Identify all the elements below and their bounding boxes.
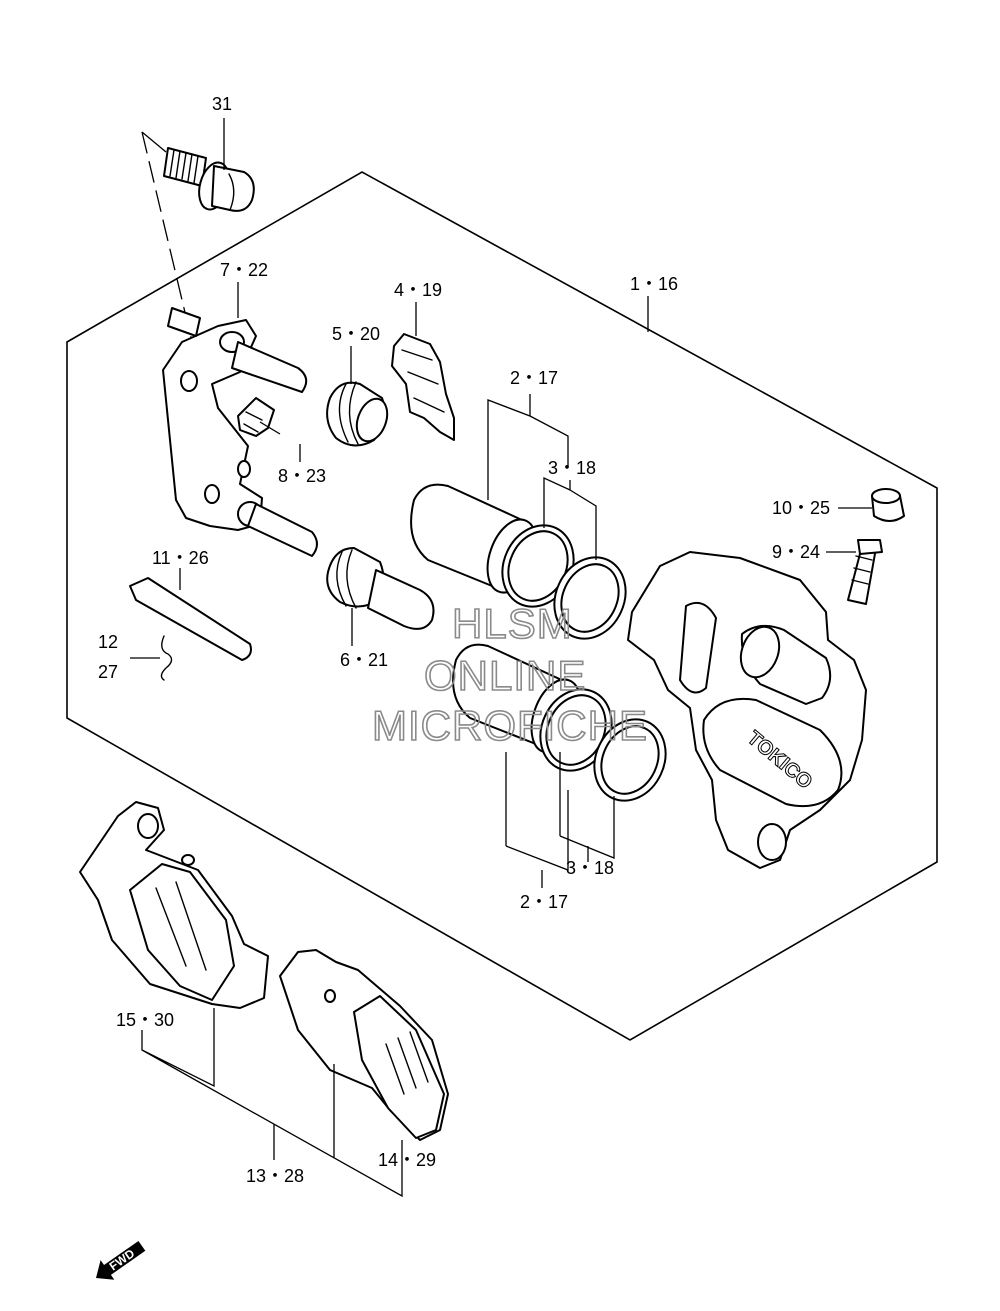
part-boot-6[interactable]: [326, 547, 435, 630]
part-pin-11[interactable]: [129, 577, 252, 661]
callout-6-21: 6・21: [340, 650, 388, 670]
part-brake-pad-15[interactable]: [79, 801, 269, 1009]
callout-12: 12: [98, 632, 118, 652]
part-bracket-7[interactable]: [162, 307, 318, 557]
part-seal-3-lower[interactable]: [527, 678, 624, 783]
callout-31: 31: [212, 94, 232, 114]
callout-8-23: 8・23: [278, 466, 326, 486]
callout-1-16: 1・16: [630, 274, 678, 294]
part-seal-3-upper[interactable]: [489, 514, 586, 619]
callout-13-28: 13・28: [246, 1166, 304, 1186]
callout-3-18-bottom: 3・18: [566, 858, 614, 878]
assembly-frame: [66, 171, 938, 1041]
part-pad-spring-4[interactable]: [391, 333, 455, 441]
watermark: HLSM ONLINE MICROFICHE: [371, 599, 648, 750]
callout-9-24: 9・24: [772, 542, 820, 562]
part-bleeder-9[interactable]: [847, 539, 883, 605]
callout-14-29: 14・29: [378, 1150, 436, 1170]
callout-2-17-bottom: 2・17: [520, 892, 568, 912]
watermark-line-3: MICROFICHE: [372, 702, 648, 749]
callout-7-22: 7・22: [220, 260, 268, 280]
part-seal-3-upper-b[interactable]: [541, 546, 638, 651]
callout-11-26: 11・26: [152, 548, 209, 568]
watermark-line-1: HLSM: [452, 600, 573, 647]
callout-4-19: 4・19: [394, 280, 442, 300]
fwd-arrow-icon: FWD: [96, 1240, 146, 1280]
part-bolt-31[interactable]: [163, 147, 255, 213]
callout-5-20: 5・20: [332, 324, 380, 344]
part-seal-3-lower-b[interactable]: [581, 708, 678, 813]
part-brake-pad-14[interactable]: [279, 949, 449, 1141]
part-clip-8[interactable]: [237, 397, 275, 437]
callout-15-30: 15・30: [116, 1010, 174, 1030]
leader-lines: [130, 118, 872, 1198]
callout-3-18-top: 3・18: [548, 458, 596, 478]
part-clip-12[interactable]: [160, 635, 173, 681]
part-caliper-body-1[interactable]: TOKICO: [627, 551, 867, 869]
part-boot-5[interactable]: [326, 381, 393, 447]
part-cap-10[interactable]: [871, 488, 905, 522]
watermark-line-2: ONLINE: [424, 652, 586, 699]
callout-2-17-top: 2・17: [510, 368, 558, 388]
callout-10-25: 10・25: [772, 498, 830, 518]
callout-27: 27: [98, 662, 118, 682]
